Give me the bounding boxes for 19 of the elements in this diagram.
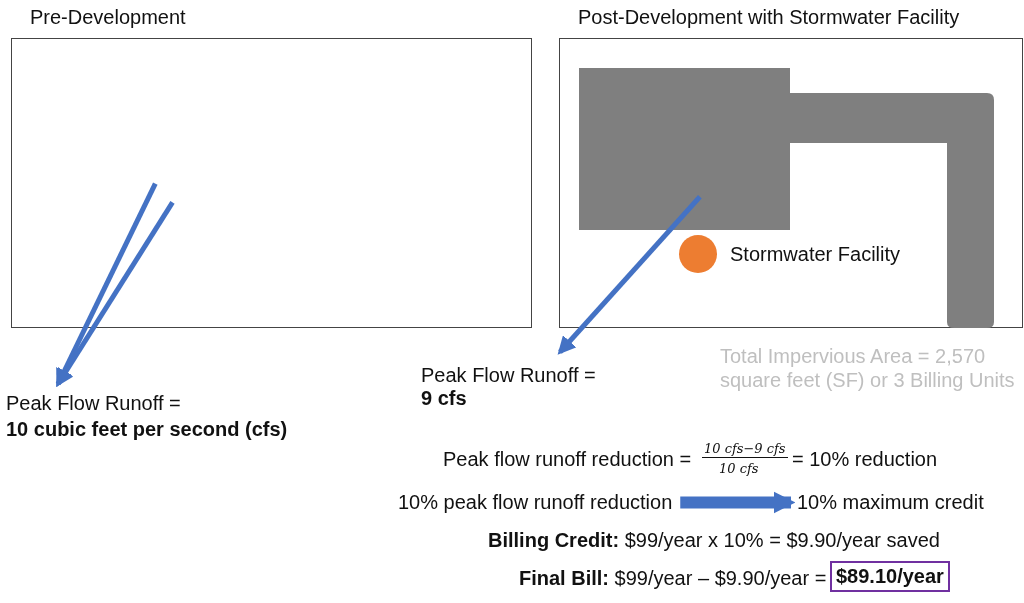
runoff-text: Peak Flow Runoff = 9 cfs: [421, 364, 596, 410]
final-bill-text: Final Bill: $99/year – $9.90/year =: [519, 567, 827, 590]
flow-arrow: [680, 491, 796, 514]
runoff-text: Peak Flow Runoff = 10 cubic feet per second (cfs): [6, 390, 346, 442]
building-shape: [579, 68, 790, 230]
flow-arrow: [557, 195, 702, 355]
formula-text: Peak flow runoff reduction =: [443, 448, 692, 471]
flow-arrow: [55, 201, 175, 388]
panel-heading: Post-Development with Stormwater Facility: [578, 6, 960, 29]
panel-heading: Pre-Development: [30, 6, 186, 29]
formula-text: = 10% reduction: [792, 448, 938, 471]
billing-credit-text: Billing Credit: $99/year x 10% = $9.90/year saved: [488, 529, 940, 552]
credit-text: 10% maximum credit: [797, 491, 984, 514]
reduction-text: 10% peak flow runoff reduction: [398, 491, 673, 514]
final-amount: $89.10/year: [830, 561, 950, 592]
fraction-denominator: 10 cfs: [719, 461, 759, 476]
facility-label: Stormwater Facility: [730, 243, 901, 266]
fraction-numerator: 10 cfs−9 cfs: [702, 441, 788, 458]
impervious-area-note: Total Impervious Area = 2,570 square feet (SF) or 3 Billing Units: [720, 344, 1016, 392]
